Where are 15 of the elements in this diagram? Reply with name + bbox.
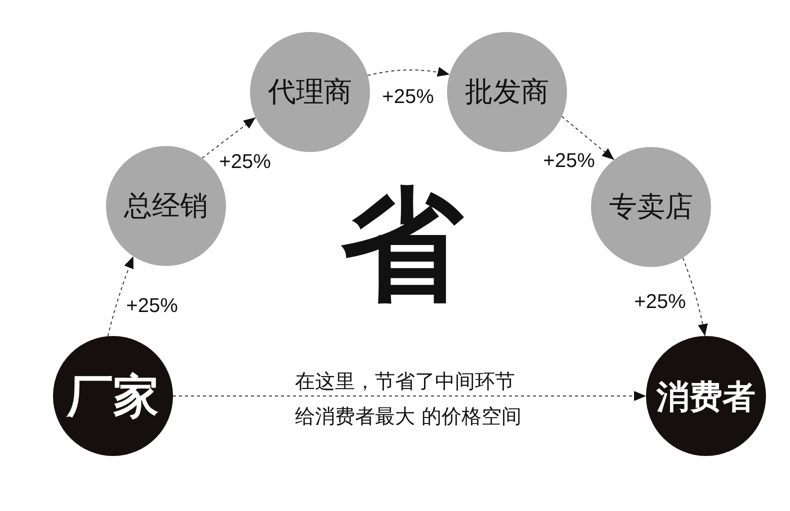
arrow xyxy=(561,116,615,160)
arrow xyxy=(107,256,134,337)
big-character: 省 xyxy=(341,184,463,306)
arrow xyxy=(172,391,646,401)
node-label: 批发商 xyxy=(465,78,549,106)
node-label: 消费者 xyxy=(656,380,756,412)
node-label: 代理商 xyxy=(268,78,352,106)
node-label: 专卖店 xyxy=(609,193,693,221)
arrow xyxy=(202,116,256,159)
node-label: 总经销 xyxy=(124,192,208,220)
note-text: 给消费者最大 的价格空间 xyxy=(295,405,522,427)
note-text: 在这里，节省了中间环节 xyxy=(295,370,515,392)
node-label: 厂家 xyxy=(67,373,159,419)
arrow xyxy=(682,257,708,336)
arrow xyxy=(367,67,450,77)
